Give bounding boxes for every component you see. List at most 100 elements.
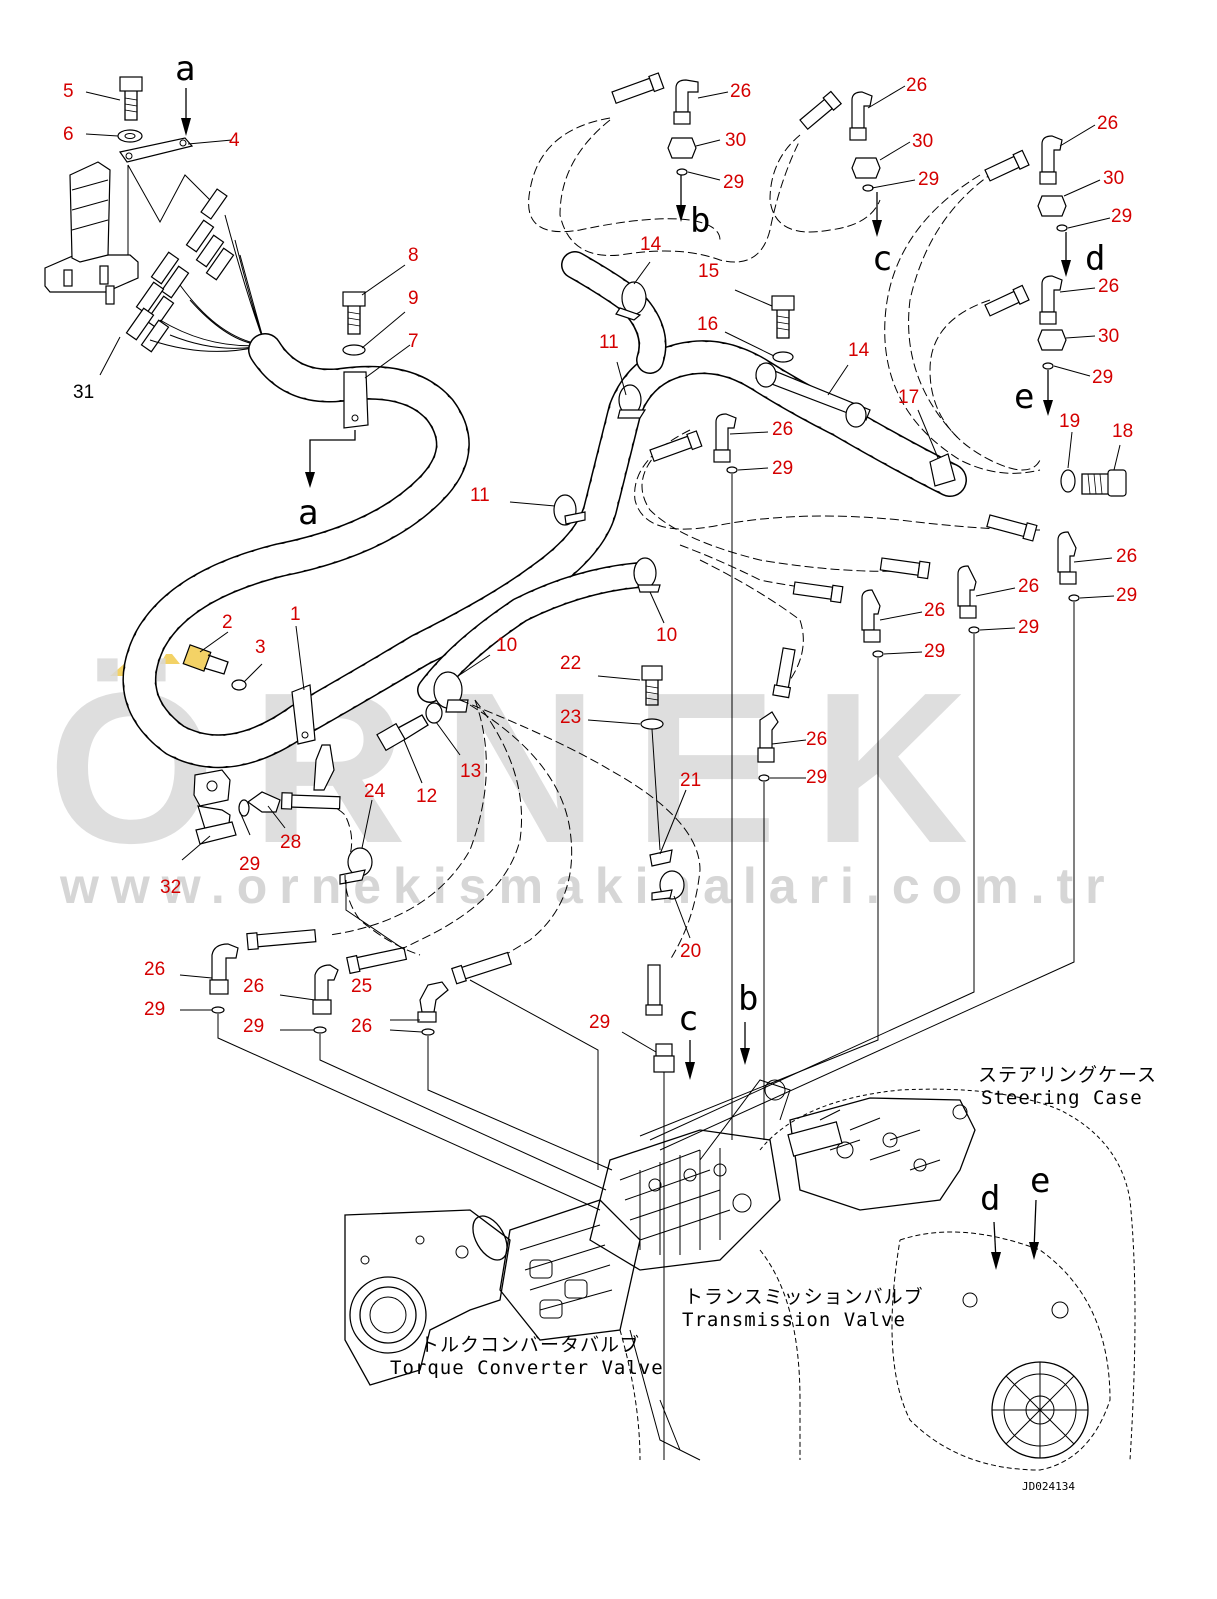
callout: 12 [416, 786, 437, 807]
bolt-shank [124, 91, 138, 121]
callout: 29 [239, 854, 260, 875]
mounting-base [44, 254, 139, 293]
arrow-letter-b-bottom: b [738, 979, 758, 1019]
bracket-upright [69, 161, 111, 263]
callout: 4 [229, 130, 240, 151]
watermark-brand: ÖRNEK [48, 647, 1004, 888]
callout: 1 [290, 604, 301, 625]
callout: 28 [280, 832, 301, 853]
bolt-12 [376, 702, 443, 752]
arrow-letter-b-top: b [690, 201, 710, 241]
callout: 20 [680, 941, 701, 962]
clamp-bracket-14 [755, 362, 871, 428]
callout: 21 [680, 770, 701, 791]
case-labels: ステアリングケース Steering Case トランスミッションバルブ Tra… [390, 1064, 1157, 1493]
callout: 16 [697, 314, 718, 335]
callout: 29 [1116, 585, 1137, 606]
steering-case-label-en: Steering Case [981, 1087, 1143, 1109]
callout: 26 [144, 959, 165, 980]
callout: 29 [1092, 367, 1113, 388]
clamp [621, 281, 647, 315]
watermark-url: www.ornekismakinalari.com.tr [59, 858, 1117, 914]
transmission-valve-label-en: Transmission Valve [682, 1309, 906, 1331]
bolt-18 [1060, 469, 1127, 497]
clamp [929, 453, 956, 487]
callout: 10 [656, 625, 677, 646]
callout: 15 [698, 261, 719, 282]
callout: 3 [255, 637, 266, 658]
callout: 30 [725, 130, 746, 151]
view-arrows [181, 88, 1071, 1270]
torque-converter-label-jp: トルクコンバータバルブ [420, 1333, 640, 1356]
callout: 9 [408, 288, 419, 309]
arrow-letter-d-top: d [1085, 239, 1105, 279]
arrow-letter-c-bottom: c [678, 999, 698, 1039]
arrow-letter-c-top: c [872, 239, 892, 279]
callout: 26 [730, 81, 751, 102]
callout: 29 [1111, 206, 1132, 227]
callout: 14 [640, 234, 662, 255]
callout: 11 [599, 332, 619, 353]
callout: 29 [1018, 617, 1039, 638]
bolt-head [119, 76, 143, 92]
callout: 17 [898, 387, 919, 408]
callout: 29 [243, 1016, 264, 1037]
callout: 24 [364, 781, 386, 802]
leader-lines [85, 85, 1121, 1460]
bolt-8 [342, 291, 366, 356]
washer [117, 129, 143, 143]
callout: 26 [1098, 276, 1119, 297]
callout: 10 [496, 635, 517, 656]
callout: 25 [351, 976, 372, 997]
callout: 32 [160, 877, 181, 898]
callout: 26 [1097, 113, 1118, 134]
bolt-22 [640, 665, 664, 851]
bolt-15 [771, 295, 795, 363]
torque-converter-label-en: Torque Converter Valve [390, 1357, 664, 1379]
watermark: ÖRNEK www.ornekismakinalari.com.tr [48, 647, 1117, 914]
plate [118, 137, 194, 163]
callout: 14 [848, 340, 870, 361]
steering-case-label-jp: ステアリングケース [978, 1064, 1157, 1086]
callout: 18 [1112, 421, 1133, 442]
callout: 5 [63, 81, 74, 102]
arrow-letter-d-bottom: d [980, 1179, 1000, 1219]
callout: 6 [63, 124, 74, 145]
callout: 23 [560, 707, 581, 728]
callout: 29 [772, 458, 793, 479]
hose-fittings [246, 72, 1038, 1016]
callout: 26 [351, 1016, 372, 1037]
transmission-valve-label-jp: トランスミッションバルブ [684, 1285, 924, 1308]
callout: 30 [1098, 326, 1119, 347]
callout: 26 [906, 75, 927, 96]
callout: 7 [408, 331, 419, 352]
arrow-letter-e-top: e [1014, 377, 1034, 417]
connector-bracket-assembly [44, 76, 266, 376]
callout: 26 [806, 729, 827, 750]
callout: 26 [1116, 546, 1137, 567]
part-callouts: 5 6 4 31 8 9 7 26 30 29 26 30 29 26 30 2… [63, 75, 1137, 1037]
elbow-fittings [209, 79, 1080, 1450]
callout: 30 [1103, 168, 1124, 189]
callout: 29 [723, 172, 744, 193]
clamp [633, 557, 657, 589]
callout: 26 [1018, 576, 1039, 597]
clamp [649, 849, 673, 867]
callout: 29 [918, 169, 939, 190]
transmission-assembly [344, 1079, 1136, 1471]
callout: 2 [222, 612, 233, 633]
callout: 29 [924, 641, 945, 662]
callout: 11 [470, 485, 490, 506]
callout: 26 [243, 976, 264, 997]
callout: 26 [924, 600, 945, 621]
bolt-2 [182, 644, 247, 691]
callout: 29 [144, 999, 165, 1020]
drawing-id: JD024134 [1022, 1480, 1075, 1493]
harness-connectors [125, 188, 235, 353]
callout: 30 [912, 131, 933, 152]
arrow-letter-a-bottom: a [298, 493, 318, 533]
view-arrow-letters: a a b b c c d d e e [175, 49, 1105, 1219]
clamp [343, 371, 369, 429]
bracket-32 [193, 744, 335, 845]
